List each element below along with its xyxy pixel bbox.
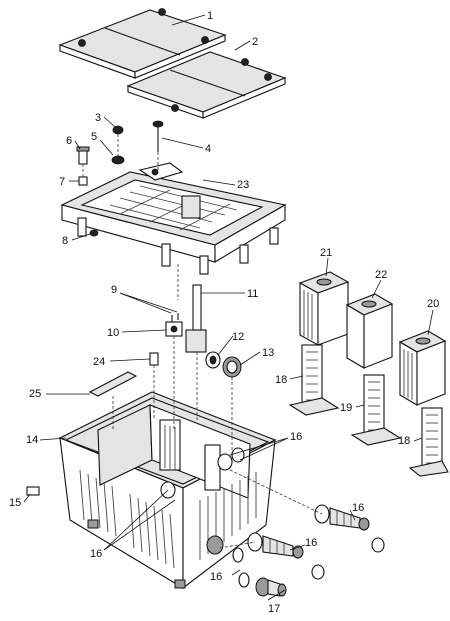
label-18-right: 18: [398, 435, 410, 447]
hose-tail-16-center: [247, 532, 325, 580]
holder-part-18-left: [288, 344, 340, 416]
label-24: 24: [93, 356, 105, 368]
leader-lines: [23, 14, 434, 601]
label-3: 3: [95, 112, 101, 124]
sponge-part-22: [345, 293, 394, 369]
sponge-part-21: [298, 271, 350, 346]
label-9: 9: [111, 284, 117, 296]
washer-part-12: [205, 351, 221, 369]
label-12: 12: [232, 331, 244, 343]
label-25: 25: [29, 388, 41, 400]
label-13: 13: [262, 347, 274, 359]
label-6: 6: [66, 135, 72, 147]
label-16-box: 16: [290, 431, 302, 443]
bracket-part-10: [165, 321, 183, 337]
part-labels: 1 2 3 4 5 6 7 8 23 9 10 11 12 13 24 25 1…: [9, 10, 439, 615]
holder-part-19: [350, 374, 402, 446]
label-21: 21: [320, 247, 332, 259]
label-16-left: 16: [90, 548, 102, 560]
label-5: 5: [91, 131, 97, 143]
label-4: 4: [205, 143, 211, 155]
pin-part-4: [152, 120, 164, 152]
filter-tray-part-23: [60, 162, 287, 275]
nozzle-part-24: [149, 352, 159, 366]
knob-part-3: [112, 125, 124, 135]
screw-part-8: [89, 229, 99, 237]
label-11: 11: [247, 288, 258, 300]
label-16-right: 16: [352, 502, 364, 514]
label-15: 15: [9, 497, 21, 509]
clip-part-15: [26, 486, 40, 496]
lid-panel-1: [58, 8, 227, 79]
valve-part-5: [111, 155, 125, 165]
hose-tail-16-right: [314, 504, 385, 553]
holder-part-18-right: [408, 407, 449, 477]
gasket-part-25: [88, 371, 138, 397]
label-19: 19: [340, 402, 352, 414]
filter-box-part-14: [58, 391, 277, 590]
slider-part-11: [185, 284, 207, 353]
fitting-part-13: [222, 356, 242, 378]
lid-panel-2: [126, 51, 287, 119]
label-2: 2: [252, 36, 258, 48]
label-1: 1: [207, 10, 213, 22]
assembly-lines: [82, 134, 323, 549]
label-16-center: 16: [305, 537, 317, 549]
label-18-left: 18: [275, 374, 287, 386]
label-14: 14: [26, 434, 38, 446]
label-22: 22: [375, 269, 387, 281]
label-16-bottom: 16: [210, 571, 222, 583]
label-10: 10: [107, 327, 119, 339]
label-7: 7: [59, 176, 65, 188]
coupling-part-17: [255, 577, 287, 597]
label-23: 23: [237, 179, 249, 191]
label-8: 8: [62, 235, 68, 247]
label-20: 20: [427, 298, 439, 310]
hose-tail-16-lower: [232, 547, 250, 588]
connector-part-6: [76, 146, 90, 165]
clip-part-7: [78, 176, 88, 186]
sponge-part-20: [398, 330, 447, 406]
label-17: 17: [268, 603, 280, 615]
pins-part-9: [171, 313, 179, 322]
